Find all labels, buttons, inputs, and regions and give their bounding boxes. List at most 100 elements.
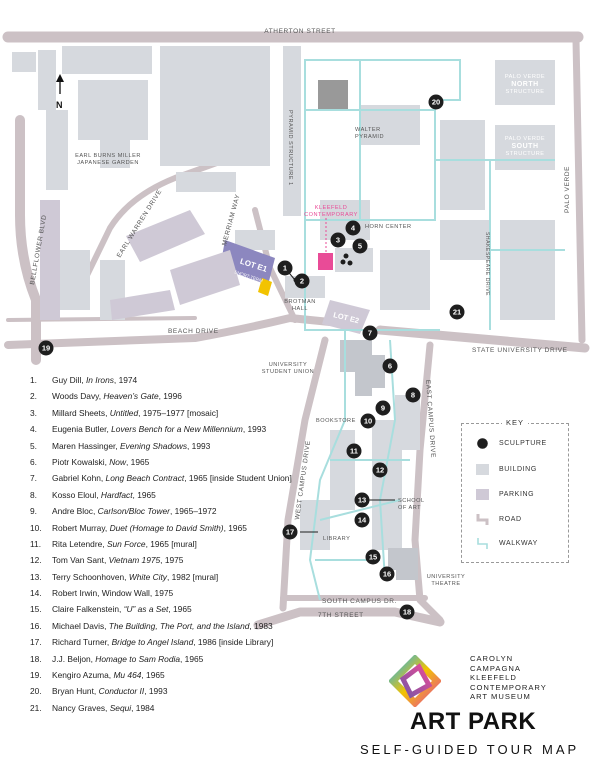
palo-verde-south-label-3: STRUCTURE [506, 151, 545, 157]
artwork-suffix: , 1965 [141, 670, 165, 681]
artwork-artist: Millard Sheets, [52, 407, 110, 418]
building-block [78, 80, 148, 140]
sculpture-marker[interactable]: 9 [375, 400, 391, 416]
artwork-title: Bridge to Angel Island [111, 637, 194, 648]
sculpture-marker[interactable]: 12 [372, 462, 388, 478]
artwork-num: 19. [30, 670, 42, 681]
palo-verde-north-label-3: STRUCTURE [506, 89, 545, 95]
artwork-artist: Kengiro Azuma, [52, 670, 114, 681]
sculpture-marker-number: 19 [42, 344, 50, 353]
sculpture-marker-number: 9 [381, 404, 385, 413]
walkway [308, 330, 346, 601]
kleefeld-label: KLEEFELD [315, 205, 348, 211]
museum-logo-icon [389, 655, 441, 707]
sculpture-marker[interactable]: 10 [360, 413, 376, 429]
sculpture-marker-number: 6 [388, 362, 392, 371]
museum-name-line: CONTEMPORARY [470, 682, 547, 692]
artwork-num: 13. [30, 571, 42, 582]
sculpture-marker-circle [365, 549, 381, 565]
library-label: LIBRARY [323, 536, 350, 542]
artwork-artist: Eugenia Butler, [52, 424, 112, 435]
sculpture-marker[interactable]: 15 [365, 549, 381, 565]
artwork-artist: Maren Hassinger, [52, 440, 120, 451]
museum-name-line: CAROLYN [470, 654, 514, 663]
brotman-label: BROTMAN [284, 299, 315, 305]
palo-verde-north-building [495, 60, 555, 105]
artwork-item: 16.Michael Davis, The Building, The Port… [30, 618, 330, 634]
sculpture-marker-number: 8 [411, 391, 415, 400]
artwork-title: Sequi [109, 702, 132, 713]
roads [2, 31, 590, 630]
sculpture-marker[interactable]: 18 [399, 604, 415, 620]
earl-warren-drive [72, 157, 228, 303]
sculpture-marker[interactable]: 4 [345, 220, 361, 236]
kleefeld-museum [318, 253, 333, 270]
north-label: N [56, 100, 63, 110]
page-title: ART PARK [410, 708, 537, 735]
theatre-building [388, 548, 418, 580]
sculpture-marker[interactable]: 7 [362, 325, 378, 341]
artwork-artist: Woods Davy, [52, 391, 104, 402]
artwork-num: 4. [30, 424, 37, 435]
building-swatch [476, 463, 489, 475]
sculpture-marker[interactable]: 5 [352, 238, 368, 254]
parking-lot [110, 290, 175, 320]
state-university-drive [375, 325, 590, 353]
artwork-num: 6. [30, 456, 37, 467]
palo-verde-south-building [495, 125, 555, 170]
sculpture-marker-number: 21 [453, 308, 461, 317]
key-item-building: BUILDING [476, 462, 537, 476]
artwork-suffix: , 1965–1972 [169, 506, 217, 517]
artwork-artist: Guy Dill, [52, 375, 86, 385]
sculpture-marker[interactable]: 1 [277, 260, 293, 276]
artwork-item: 19.Kengiro Azuma, Mu 464, 1965 [30, 667, 330, 683]
artwork-artist: Robert Murray, [52, 522, 110, 533]
sculpture-marker-circle [38, 340, 54, 356]
artwork-suffix: , 1983 [249, 620, 273, 631]
sculpture-marker[interactable]: 19 [38, 340, 54, 356]
artwork-num: 18. [30, 653, 42, 664]
building-block [160, 46, 270, 166]
building-block [360, 105, 420, 145]
beach-drive [4, 314, 334, 349]
sculpture-marker[interactable]: 17 [282, 524, 298, 540]
artwork-artist: J.J. Beljon, [52, 653, 96, 664]
key-item-label: SCULPTURE [499, 439, 547, 447]
artwork-title: Long Beach Contract [105, 473, 185, 484]
page-subtitle: SELF-GUIDED TOUR MAP [360, 742, 580, 757]
palo-verde-north-label: PALO VERDE [505, 74, 545, 80]
walkway [304, 220, 440, 331]
walter-pyramid-label-2: PYRAMID [355, 134, 384, 140]
sculpture-marker-circle [352, 238, 368, 254]
sculpture-marker[interactable]: 8 [405, 387, 421, 403]
key-item-label: PARKING [499, 490, 535, 498]
building-block [330, 430, 355, 510]
artwork-suffix: , 1965 [132, 489, 156, 500]
sculpture-marker[interactable]: 13 [354, 492, 370, 508]
artwork-title: Now [109, 456, 127, 467]
parking-lot [40, 200, 60, 320]
pyramid-structure-building [283, 46, 301, 216]
sculpture-marker[interactable]: 2 [294, 273, 310, 289]
museum-name: CAROLYN CAMPAGNA KLEEFELD CONTEMPORARY A… [470, 654, 590, 702]
palo-verde-south-label-2: SOUTH [512, 143, 539, 150]
artwork-suffix: , 1993 [144, 686, 168, 697]
artwork-title: The Building, The Port, and the Island [108, 620, 250, 631]
building-block [380, 250, 430, 310]
student-union-label: UNIVERSITY [269, 362, 308, 368]
artwork-suffix: , 1965 [126, 456, 150, 467]
sculpture-marker[interactable]: 16 [379, 566, 395, 582]
sculpture-marker[interactable]: 3 [330, 232, 346, 248]
artwork-title: Conductor II [98, 686, 145, 697]
sculpture-marker[interactable]: 6 [382, 358, 398, 374]
sculpture-marker[interactable]: 21 [449, 304, 465, 320]
sculpture-marker-number: 13 [358, 496, 366, 505]
sculpture-marker-number: 2 [300, 277, 304, 286]
sculpture-marker[interactable]: 20 [428, 94, 444, 110]
artwork-item: 14.Robert Irwin, Window Wall, 1975 [30, 585, 330, 601]
north-arrow-head [56, 74, 64, 82]
sculpture-marker[interactable]: 11 [346, 443, 362, 459]
sculpture-marker-circle [428, 94, 444, 110]
sculpture-marker[interactable]: 14 [354, 512, 370, 528]
